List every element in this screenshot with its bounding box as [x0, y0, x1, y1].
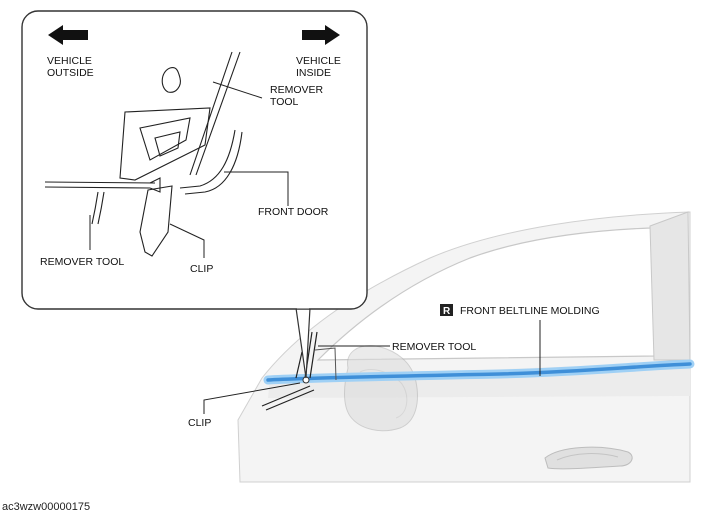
clip-label: CLIP [188, 417, 211, 429]
remover-tool-label: REMOVER TOOL [392, 341, 476, 353]
remover-tool-bottom-label: REMOVER TOOL [40, 256, 124, 268]
remover-tool-top-label: REMOVER TOOL [270, 84, 326, 108]
inset-clip-label: CLIP [190, 263, 213, 275]
badge-letter: R [443, 306, 451, 317]
main-callouts: R FRONT BELTLINE MOLDING REMOVER TOOL CL… [188, 304, 600, 429]
arrow-right-icon [302, 25, 340, 45]
arrow-left-icon [48, 25, 88, 45]
figure-code: ac3wzw00000175 [2, 501, 90, 513]
vehicle-outside-label: VEHICLE OUTSIDE [47, 55, 95, 79]
front-door-label: FRONT DOOR [258, 206, 329, 218]
badge-r [440, 304, 453, 316]
vehicle-inside-label: VEHICLE INSIDE [296, 55, 344, 79]
front-door-illustration [237, 211, 695, 483]
clip-cross-section [44, 51, 243, 257]
detail-inset: VEHICLE OUTSIDE VEHICLE INSIDE REMOVER T… [21, 10, 368, 379]
front-beltline-molding-label: FRONT BELTLINE MOLDING [460, 305, 600, 317]
